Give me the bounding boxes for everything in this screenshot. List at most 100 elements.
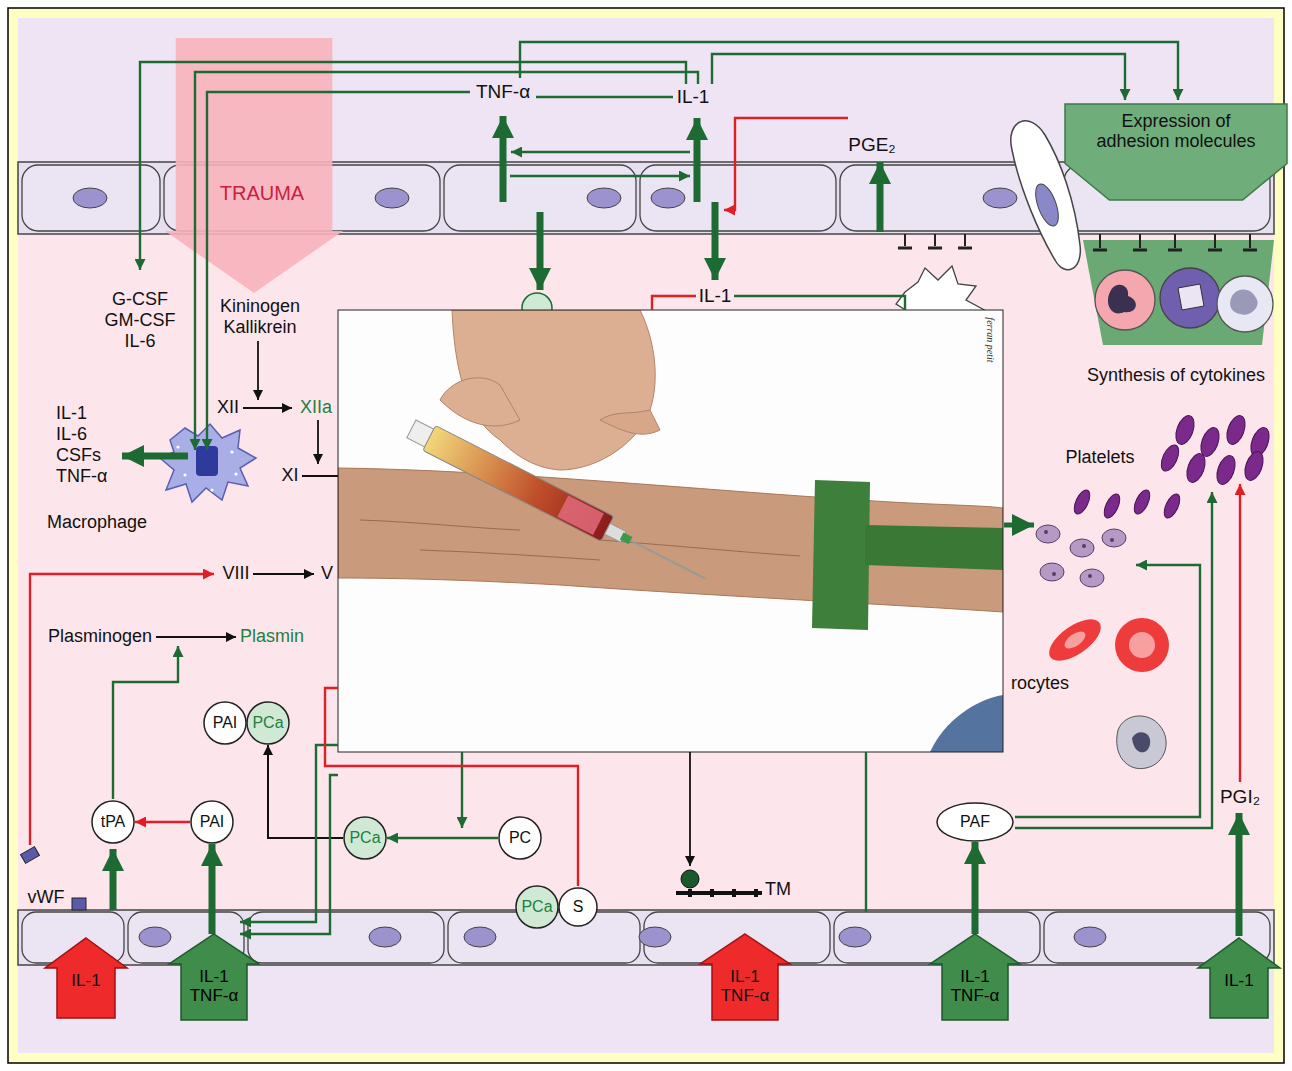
ellipse-outline (937, 803, 1013, 841)
activated-platelet (1036, 525, 1060, 543)
cytokine-label: IL-6 (124, 332, 155, 352)
cytokine-arrow: IL-1 (45, 938, 127, 1018)
platelet (1101, 492, 1123, 521)
arrow-outline (700, 934, 790, 1020)
mediator-label: PGE₂ (848, 135, 896, 156)
cytokine-label: IL-1 (699, 286, 732, 307)
tourniquet-strap (865, 525, 1003, 570)
node-text: PCa (521, 898, 552, 916)
circle-outline (499, 817, 541, 859)
cell-nucleus (375, 188, 409, 208)
platelet-granule (1110, 538, 1114, 542)
trauma-outline (165, 38, 343, 293)
cell-nucleus (1178, 284, 1204, 310)
pathway-line (734, 296, 905, 310)
macrophage-nucleus (196, 446, 218, 476)
protein-circle: PCa (246, 701, 290, 745)
needle-hub (620, 532, 633, 544)
arrow-outline (1198, 938, 1280, 1018)
banner-outline (1065, 104, 1287, 200)
syringe-rubber (557, 495, 604, 535)
thumb (440, 378, 520, 426)
activated-platelet (1080, 569, 1104, 587)
node-text: PAI (200, 813, 225, 831)
cytokine-arrow: IL-1 TNF-α (930, 934, 1020, 1020)
platelet (1158, 442, 1183, 473)
cell-granule (230, 450, 233, 453)
protein-circle: PAI (190, 800, 234, 844)
protein-circle: PCa (343, 816, 387, 860)
cytokine-label: GM-CSF (105, 311, 176, 331)
cascade-arrows (156, 341, 690, 866)
factor-label: TM (765, 880, 791, 900)
thrombomodulin-symbol (676, 889, 762, 897)
pathway-arrow (387, 837, 498, 839)
factor-label: V (321, 564, 333, 584)
factor-label: Plasmin (240, 627, 304, 647)
cascade-arrow (253, 573, 314, 575)
pathway-line (520, 42, 1178, 100)
mediator-label: PGI₂ (1220, 787, 1260, 808)
platelet-granule (1044, 530, 1048, 534)
circle-outline (204, 702, 246, 744)
circle-outline (344, 817, 386, 859)
node-text: IL-1 (71, 972, 100, 991)
photo-watermark: ferran petit (985, 317, 996, 362)
arm (338, 468, 1003, 612)
inhibition-line (724, 118, 848, 210)
platelet (1183, 451, 1208, 485)
inhibition-line (30, 574, 214, 845)
inhibition-line (652, 296, 696, 310)
cascade-arrow (243, 407, 292, 409)
thrombin-dot (681, 870, 699, 888)
platelet (1241, 449, 1266, 483)
cell-nucleus (983, 188, 1017, 208)
protein-circle: S (558, 887, 598, 927)
syringe-barrel (423, 426, 614, 542)
cascade-arrow (302, 475, 338, 477)
photo-ground (338, 310, 1003, 752)
pathway-line (536, 96, 673, 98)
process-label: Synthesis of cytokines (1087, 366, 1265, 386)
pathway-line (240, 745, 338, 922)
pathway-arrow (972, 842, 979, 934)
green-pathways (113, 42, 1212, 934)
inhibition-line (1239, 484, 1241, 782)
adhesion-ligand (905, 234, 1250, 248)
circle-outline (191, 801, 233, 843)
tourniquet (812, 480, 870, 630)
pathway-line (510, 175, 690, 177)
erythrocyte-center (1129, 632, 1155, 658)
release-arrow (712, 202, 719, 280)
node-text: PC (509, 829, 531, 847)
venipuncture-photo (338, 310, 1003, 752)
release-arrow (1236, 813, 1243, 936)
platelet (1161, 492, 1183, 521)
needle (631, 541, 706, 579)
cascade-arrow (689, 752, 691, 866)
arrow-outline (45, 938, 127, 1018)
cell-nucleus (639, 927, 671, 947)
red-pathways (30, 118, 1240, 886)
factor-label: XII (217, 398, 239, 418)
photo-content (338, 310, 1003, 752)
activated-platelet (1102, 529, 1126, 547)
cell-nucleus (651, 188, 685, 208)
cytokine-label: CSFs (56, 446, 101, 466)
node-text: IL-1 TNF-α (945, 968, 1005, 1005)
cell-nucleus (139, 927, 171, 947)
arrow-outline (930, 934, 1020, 1020)
cytokine-arrow: IL-1 TNF-α (700, 934, 790, 1020)
pathway-line (240, 775, 338, 934)
monocyte-cell (1217, 276, 1273, 332)
cell-nucleus (587, 188, 621, 208)
node-text: PAF (960, 813, 990, 831)
cytokine-label: IL-6 (56, 425, 87, 445)
circle-outline (92, 801, 134, 843)
cytokine-arrow: IL-1 TNF-α (169, 934, 259, 1020)
circle-outline (247, 702, 289, 744)
cell-label: Macrophage (47, 513, 147, 533)
